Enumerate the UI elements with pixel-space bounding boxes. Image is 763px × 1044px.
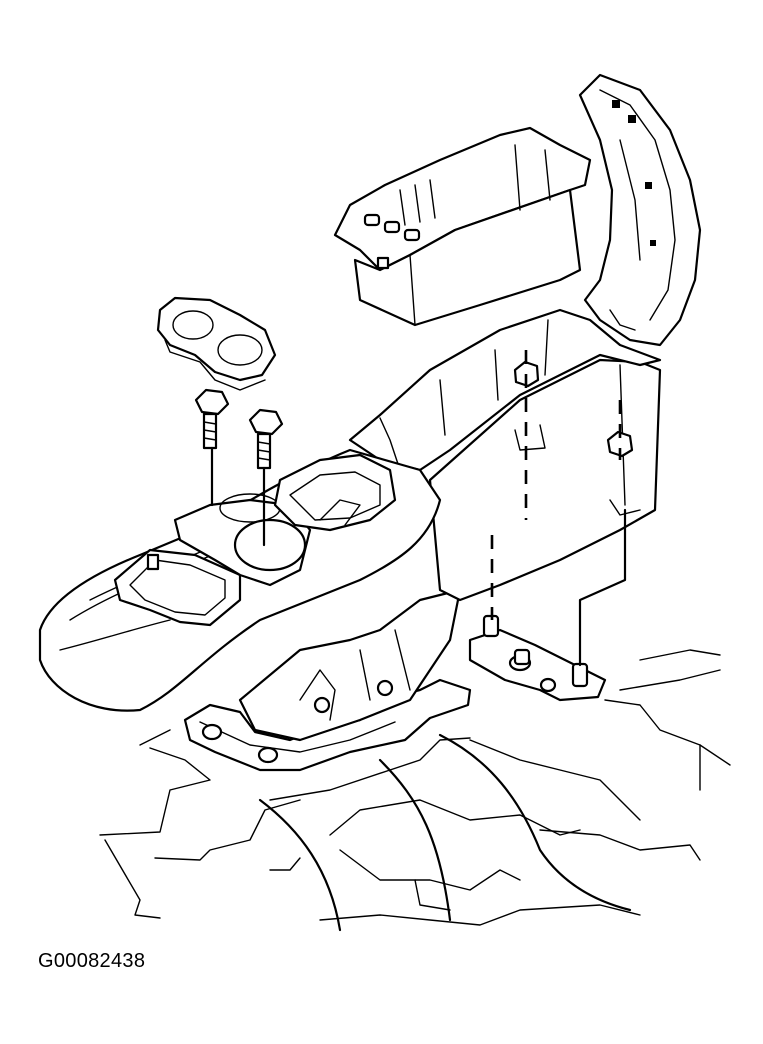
storage-bin <box>333 126 592 327</box>
guide-lines <box>210 350 641 667</box>
console-body <box>38 308 662 742</box>
console-lid <box>578 73 702 347</box>
cup-holder-insert <box>156 296 277 391</box>
figure-id-label: G00082438 <box>38 950 146 972</box>
floor-pan <box>99 649 731 932</box>
